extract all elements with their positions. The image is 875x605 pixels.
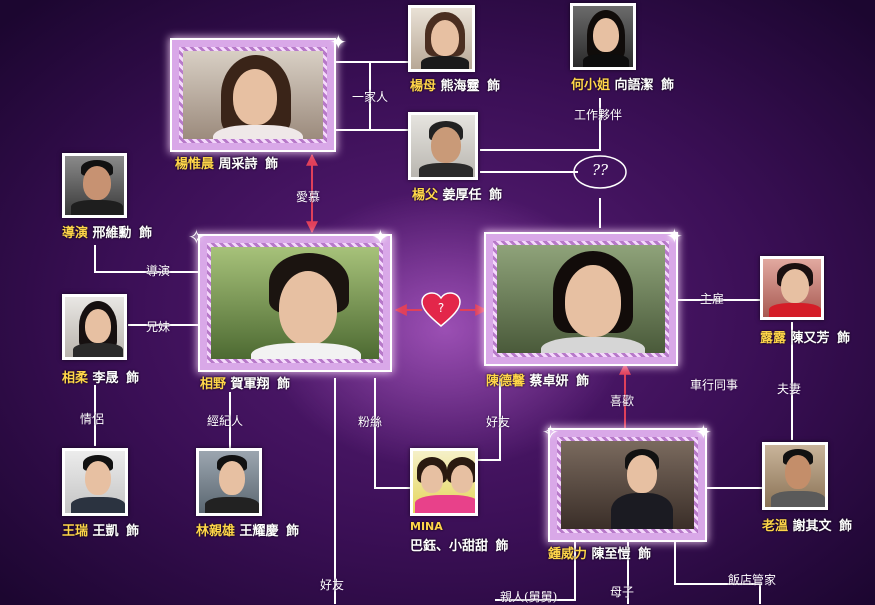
photo-frame-zhong-weili: [550, 430, 705, 540]
name-lao-wen: 老溫 謝其文 飾: [762, 519, 853, 534]
sparkle-icon: ✦: [666, 224, 683, 248]
photo-he-xiaojie: [570, 3, 636, 70]
relation-likes: 喜歡: [610, 394, 635, 408]
relation-car-coworkers: 車行同事: [690, 378, 739, 392]
relation-family: 一家人: [352, 90, 389, 104]
photo-xiang-rou: [62, 294, 127, 360]
name-xiang-rou: 相柔 李晟 飾: [62, 371, 140, 386]
relation-hotel-butler: 飯店管家: [728, 573, 777, 587]
name-wang-rui: 王瑞 王凱 飾: [62, 524, 140, 539]
heart-icon: ?: [421, 292, 461, 328]
photo-wang-rui: [62, 448, 128, 516]
relation-work-partner: 工作夥伴: [574, 108, 623, 122]
relation-boss: 主雇: [700, 292, 725, 306]
relation-siblings: 兄妹: [146, 320, 171, 334]
photo-zhong-weili: [561, 441, 694, 529]
name-yang-father: 楊父 姜厚任 飾: [412, 188, 503, 203]
photo-xiang-ye: [211, 247, 379, 359]
photo-yang-weichen: [183, 51, 323, 139]
star-icon: ✧: [542, 420, 559, 444]
photo-frame-chen-dexin: [486, 234, 676, 364]
relation-fans: 粉絲: [358, 415, 383, 429]
svg-text:?: ?: [438, 301, 444, 315]
name-yang-mother: 楊母 熊海靈 飾: [410, 79, 501, 94]
relation-agent: 經紀人: [207, 414, 244, 428]
relation-directing: 導演: [146, 264, 171, 278]
name-lin-qinxiong: 林親雄 王耀慶 飾: [196, 524, 300, 539]
photo-lin-qinxiong: [196, 448, 262, 516]
photo-yang-mother: [408, 5, 475, 72]
name-yang-weichen: 楊惟晨 周采詩 飾: [175, 157, 279, 172]
relation-good-friends-bottom: 好友: [320, 578, 345, 592]
photo-chen-dexin: [497, 245, 665, 353]
relation-relatives: 親人(舅舅): [500, 590, 558, 604]
star-icon: ✧: [188, 225, 205, 249]
name-director: 導演 邢維勳 飾: [62, 226, 153, 241]
relation-mother-son: 母子: [610, 585, 635, 599]
name-he-xiaojie: 何小姐 向語潔 飾: [571, 78, 675, 93]
name-lulu: 露露 陳又芳 飾: [760, 331, 851, 346]
photo-director: [62, 153, 127, 218]
relation-admire: 愛慕: [296, 190, 321, 204]
relation-lovers: 情侶: [80, 412, 105, 426]
photo-mina: [410, 448, 478, 516]
photo-lulu: [760, 256, 824, 320]
photo-lao-wen: [762, 442, 828, 510]
photo-frame-yang-weichen: [172, 40, 334, 150]
photo-frame-xiang-ye: [200, 236, 390, 370]
name-xiang-ye: 相野 賀軍翔 飾: [200, 377, 291, 392]
relation-unknown: ??: [591, 161, 609, 179]
sparkle-icon: ✦: [330, 30, 347, 54]
sparkle-icon: ✦: [372, 225, 389, 249]
name-mina: MINA: [410, 520, 443, 533]
photo-yang-father: [408, 112, 478, 180]
name-mina-actors: 巴鈺、小甜甜 飾: [410, 539, 509, 554]
relation-good-friends: 好友: [486, 415, 511, 429]
sparkle-icon: ✦: [695, 420, 712, 444]
name-zhong-weili: 鍾威力 陳至愷 飾: [548, 547, 652, 562]
name-chen-dexin: 陳德馨 蔡卓妍 飾: [486, 374, 590, 389]
relation-couple: 夫妻: [777, 382, 802, 396]
